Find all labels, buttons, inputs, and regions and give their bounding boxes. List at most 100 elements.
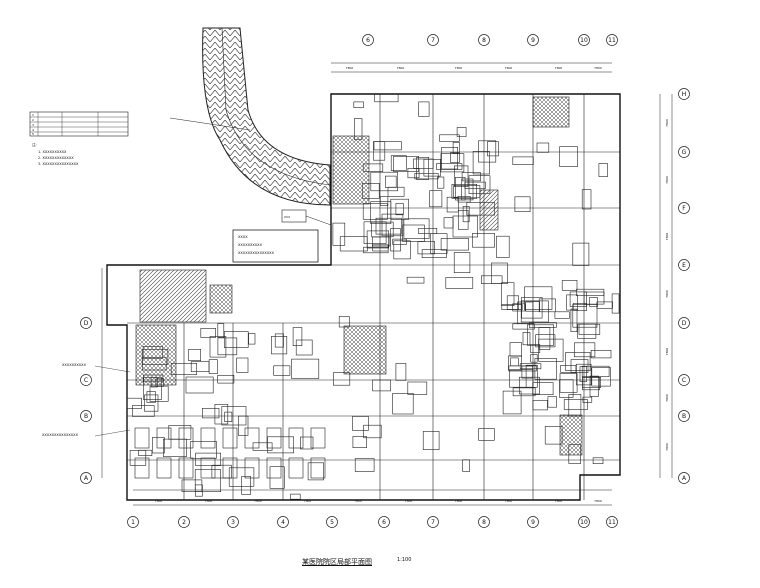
axis-top-8-bubble [478,34,490,46]
room [178,427,194,449]
room [332,372,351,386]
room [508,365,537,372]
notes-block: 注: 1. XXXXXXXXXX 2. XXXXXXXXXXXXX 3. XXX… [32,142,79,166]
axis-bottom-4-bubble [277,516,289,528]
axis-top-10-bubble [578,34,590,46]
room [456,127,467,137]
axis-left-D-label: D [84,320,89,327]
room [570,308,578,333]
room [144,394,159,412]
room [168,425,192,440]
dim-bottom-2: 7800 [205,499,213,503]
room [407,168,420,179]
room [450,152,460,163]
room [563,399,588,410]
room [572,303,588,311]
room [520,300,549,323]
room [512,387,536,397]
room [569,291,587,307]
dim-right-3: 7800 [665,233,669,241]
left-annotations: XXXXXXXXXX XXXXXXXXXXXXXXX [42,363,131,437]
room [248,333,256,345]
room [185,376,214,394]
room [194,469,221,493]
room [134,427,150,449]
room [526,324,554,346]
dim-bottom-3: 7800 [254,499,262,503]
room [589,375,599,397]
dim-bottom-7: 7800 [455,499,463,503]
room [390,228,401,252]
axis-top-9-bubble [527,34,539,46]
axis-left-C-bubble [80,374,92,386]
axis-bottom-7-label: 7 [431,519,435,526]
room [310,457,326,479]
room [214,403,229,425]
axis-right-D-bubble [678,317,690,329]
room [413,158,434,169]
room [532,382,554,396]
room [457,210,469,230]
room [581,189,592,210]
axis-right-C-label: C [682,377,686,384]
room [266,457,282,479]
dim-top-1: 7800 [346,66,354,70]
axis-right-E-bubble [678,259,690,271]
room [453,165,469,187]
room [373,141,386,161]
room [387,186,405,197]
left-note-2: XXXXXXXXXXXXXXX [42,433,79,437]
room [418,101,430,117]
dim-top-4: 7800 [505,66,513,70]
room [390,155,407,171]
room [307,462,324,481]
axis-left-B-label: B [84,413,88,420]
axis-top-11-bubble [606,34,618,46]
room [517,301,534,324]
room [440,153,465,173]
room [406,276,425,284]
room [561,280,578,291]
room [512,303,526,312]
room [146,391,156,403]
room [598,163,608,177]
drawing-title: 某医院院区局部平面图 [302,558,372,566]
room [538,298,556,313]
room [455,177,466,201]
room [290,493,301,500]
room [512,156,534,165]
room [501,304,523,311]
room [443,217,454,229]
room [591,367,611,387]
room [521,297,543,319]
room [200,457,216,479]
dim-bottom-5: 7800 [354,499,362,503]
room [519,363,542,370]
axis-bottom-9-bubble [527,516,539,528]
room [572,304,598,328]
axis-top-11-label: 11 [608,37,616,44]
room [195,484,203,497]
room [288,427,304,449]
room [238,415,249,436]
room [202,408,220,419]
note-heading: 注: [32,142,37,147]
room [451,184,477,199]
room [300,436,314,450]
room [446,196,459,213]
left-note-1: XXXXXXXXXX [62,363,87,367]
room [373,141,402,151]
room [508,355,522,371]
room [291,358,320,379]
room [417,241,435,255]
room [244,457,260,479]
room [436,163,463,170]
room [228,467,255,487]
room [478,428,495,441]
axis-top-9-label: 9 [531,37,535,44]
room [222,427,238,449]
axis-right-F-bubble [678,202,690,214]
axis-top-10-label: 10 [580,37,588,44]
